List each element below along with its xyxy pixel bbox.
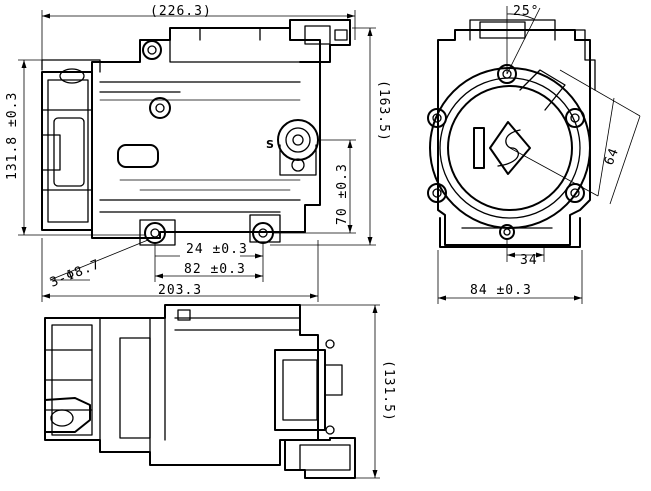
bottom-view — [44, 304, 356, 479]
dim-bolt-spacing-24: 24 ±0.3 — [186, 242, 248, 257]
dim-front-34: 34 — [520, 253, 538, 268]
bottom-view-dimension-lines — [300, 304, 380, 479]
dim-mount-height: 131.8 ±0.3 — [5, 92, 20, 180]
dim-bottom-height: (131.5) — [381, 360, 396, 422]
dim-angle: 25° — [513, 4, 539, 19]
side-view-dimension-lines — [18, 10, 376, 302]
suction-port-label: S — [266, 138, 274, 151]
dim-height-right: (163.5) — [376, 80, 391, 142]
dim-overall-length: (226.3) — [150, 4, 212, 19]
front-view — [427, 19, 596, 248]
dim-bolt-vertical: 70 ±0.3 — [335, 163, 350, 225]
side-view — [41, 19, 351, 246]
dim-base-length: 203.3 — [158, 283, 202, 298]
dim-front-64: 64 — [602, 146, 623, 168]
dim-front-84: 84 ±0.3 — [470, 283, 532, 298]
dim-bolt-spacing-82: 82 ±0.3 — [184, 262, 246, 277]
front-view-dimension-lines — [437, 6, 641, 304]
dim-hole-diameter: 3-Φ8.7 — [48, 257, 103, 291]
